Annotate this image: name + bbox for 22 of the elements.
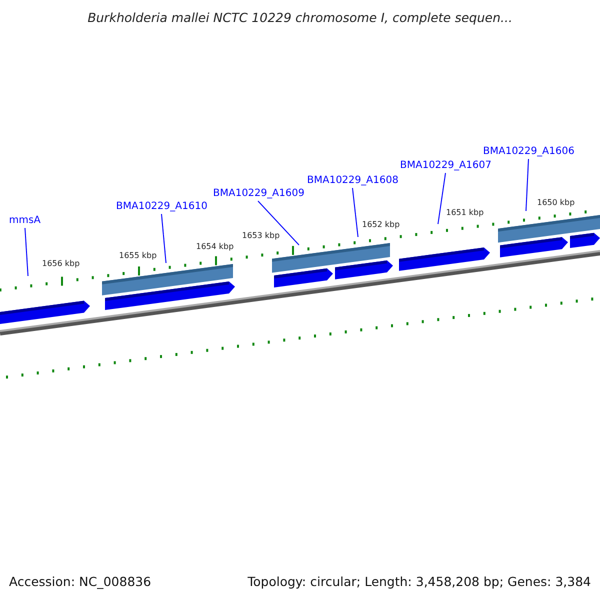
- gene-label: BMA10229_A1610: [116, 201, 208, 213]
- tick-label: 1653 kbp: [242, 231, 280, 241]
- gene-label: BMA10229_A1608: [307, 175, 398, 187]
- topology-text: Topology: circular; Length: 3,458,208 bp; Genes: 3,384: [248, 574, 591, 589]
- gene-label: BMA10229_A1609: [213, 188, 304, 200]
- leader-line: [438, 172, 446, 224]
- gene-label: BMA10229_A1606: [483, 146, 574, 158]
- tick-label: 1654 kbp: [196, 242, 234, 252]
- tick-label: 1651 kbp: [446, 208, 484, 218]
- gene-label: BMA10229_A1607: [400, 160, 492, 172]
- tick-label: 1652 kbp: [362, 220, 400, 230]
- leader-line: [352, 188, 358, 238]
- leader-line: [258, 200, 300, 246]
- title: Burkholderia mallei NCTC 10229 chromosome I, complete sequen...: [86, 10, 514, 25]
- gene-label: mmsA: [9, 215, 41, 227]
- tick-label: 1656 kbp: [42, 259, 80, 269]
- leader-line: [24, 228, 28, 276]
- leader-line: [526, 158, 529, 212]
- accession-text: Accession: NC_008836: [9, 574, 152, 589]
- leader-line: [161, 214, 166, 264]
- tick-label: 1655 kbp: [119, 251, 157, 261]
- tick-label: 1650 kbp: [537, 198, 575, 208]
